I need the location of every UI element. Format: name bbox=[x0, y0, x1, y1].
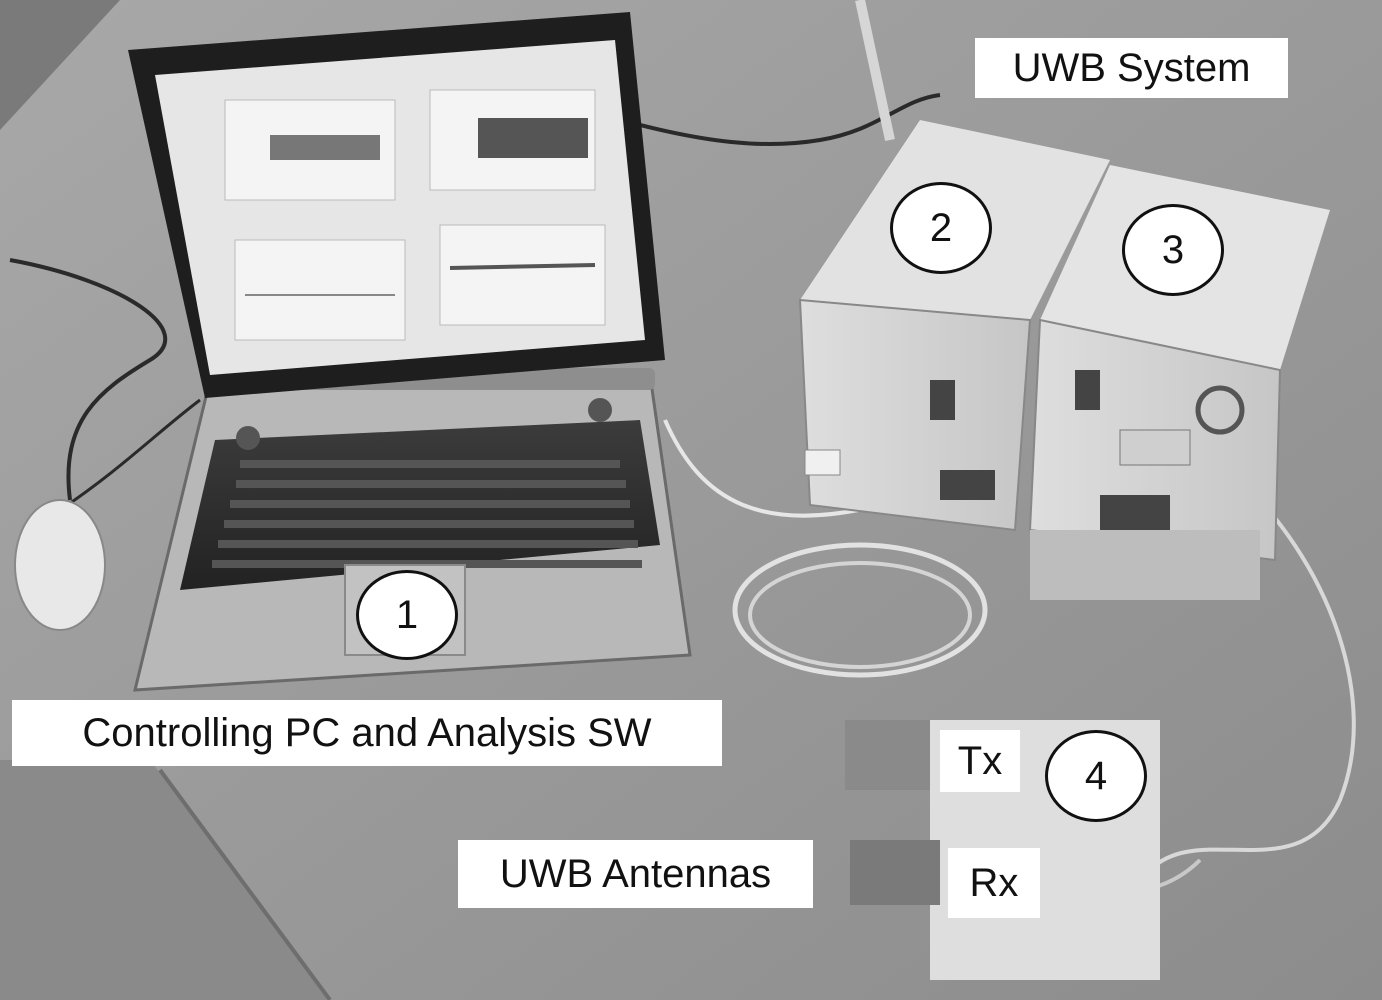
unit-3-panel bbox=[1119, 429, 1191, 466]
callout-2: 2 bbox=[890, 182, 992, 274]
unit-2-foot bbox=[804, 449, 841, 476]
unit-3-port bbox=[1195, 385, 1245, 435]
unit-3-stand bbox=[1030, 530, 1260, 600]
cable-right bbox=[1148, 468, 1356, 872]
cable-vertical bbox=[855, 0, 895, 142]
label-uwb-antennas: UWB Antennas bbox=[458, 840, 813, 908]
cable-left bbox=[9, 258, 168, 501]
mouse bbox=[14, 499, 106, 631]
label-uwb-system: UWB System bbox=[975, 38, 1288, 98]
callout-1: 1 bbox=[356, 570, 458, 660]
unit-3-slot bbox=[1100, 495, 1170, 530]
antenna-rx-patch bbox=[850, 840, 940, 905]
cable-mouse bbox=[59, 398, 201, 512]
cable-coil-inner bbox=[748, 561, 972, 669]
screen-plot-4 bbox=[439, 224, 606, 326]
callout-4: 4 bbox=[1045, 730, 1147, 822]
screen-plot-2-band bbox=[478, 118, 588, 158]
table-lower-panel bbox=[0, 760, 330, 1000]
table-edge bbox=[0, 0, 120, 130]
unit-3-connector bbox=[1075, 370, 1100, 410]
table-seam bbox=[158, 768, 332, 1000]
callout-3: 3 bbox=[1122, 204, 1224, 296]
cable-top bbox=[639, 93, 941, 147]
unit-2-slot bbox=[940, 470, 995, 500]
label-rx: Rx bbox=[948, 848, 1040, 918]
screen-plot-3 bbox=[234, 239, 406, 341]
unit-2-connector bbox=[930, 380, 955, 420]
screen-plot-4-signal bbox=[449, 263, 596, 270]
screen-plot-1-band bbox=[270, 135, 380, 160]
antenna-tx-patch bbox=[845, 720, 930, 790]
unit-2-front bbox=[798, 298, 1032, 532]
cable-laptop-unit2 bbox=[663, 419, 901, 518]
speaker-left bbox=[236, 426, 260, 450]
label-tx: Tx bbox=[940, 730, 1020, 792]
label-controlling-pc: Controlling PC and Analysis SW bbox=[12, 700, 722, 766]
cable-coil bbox=[732, 542, 988, 678]
speaker-right bbox=[588, 398, 612, 422]
